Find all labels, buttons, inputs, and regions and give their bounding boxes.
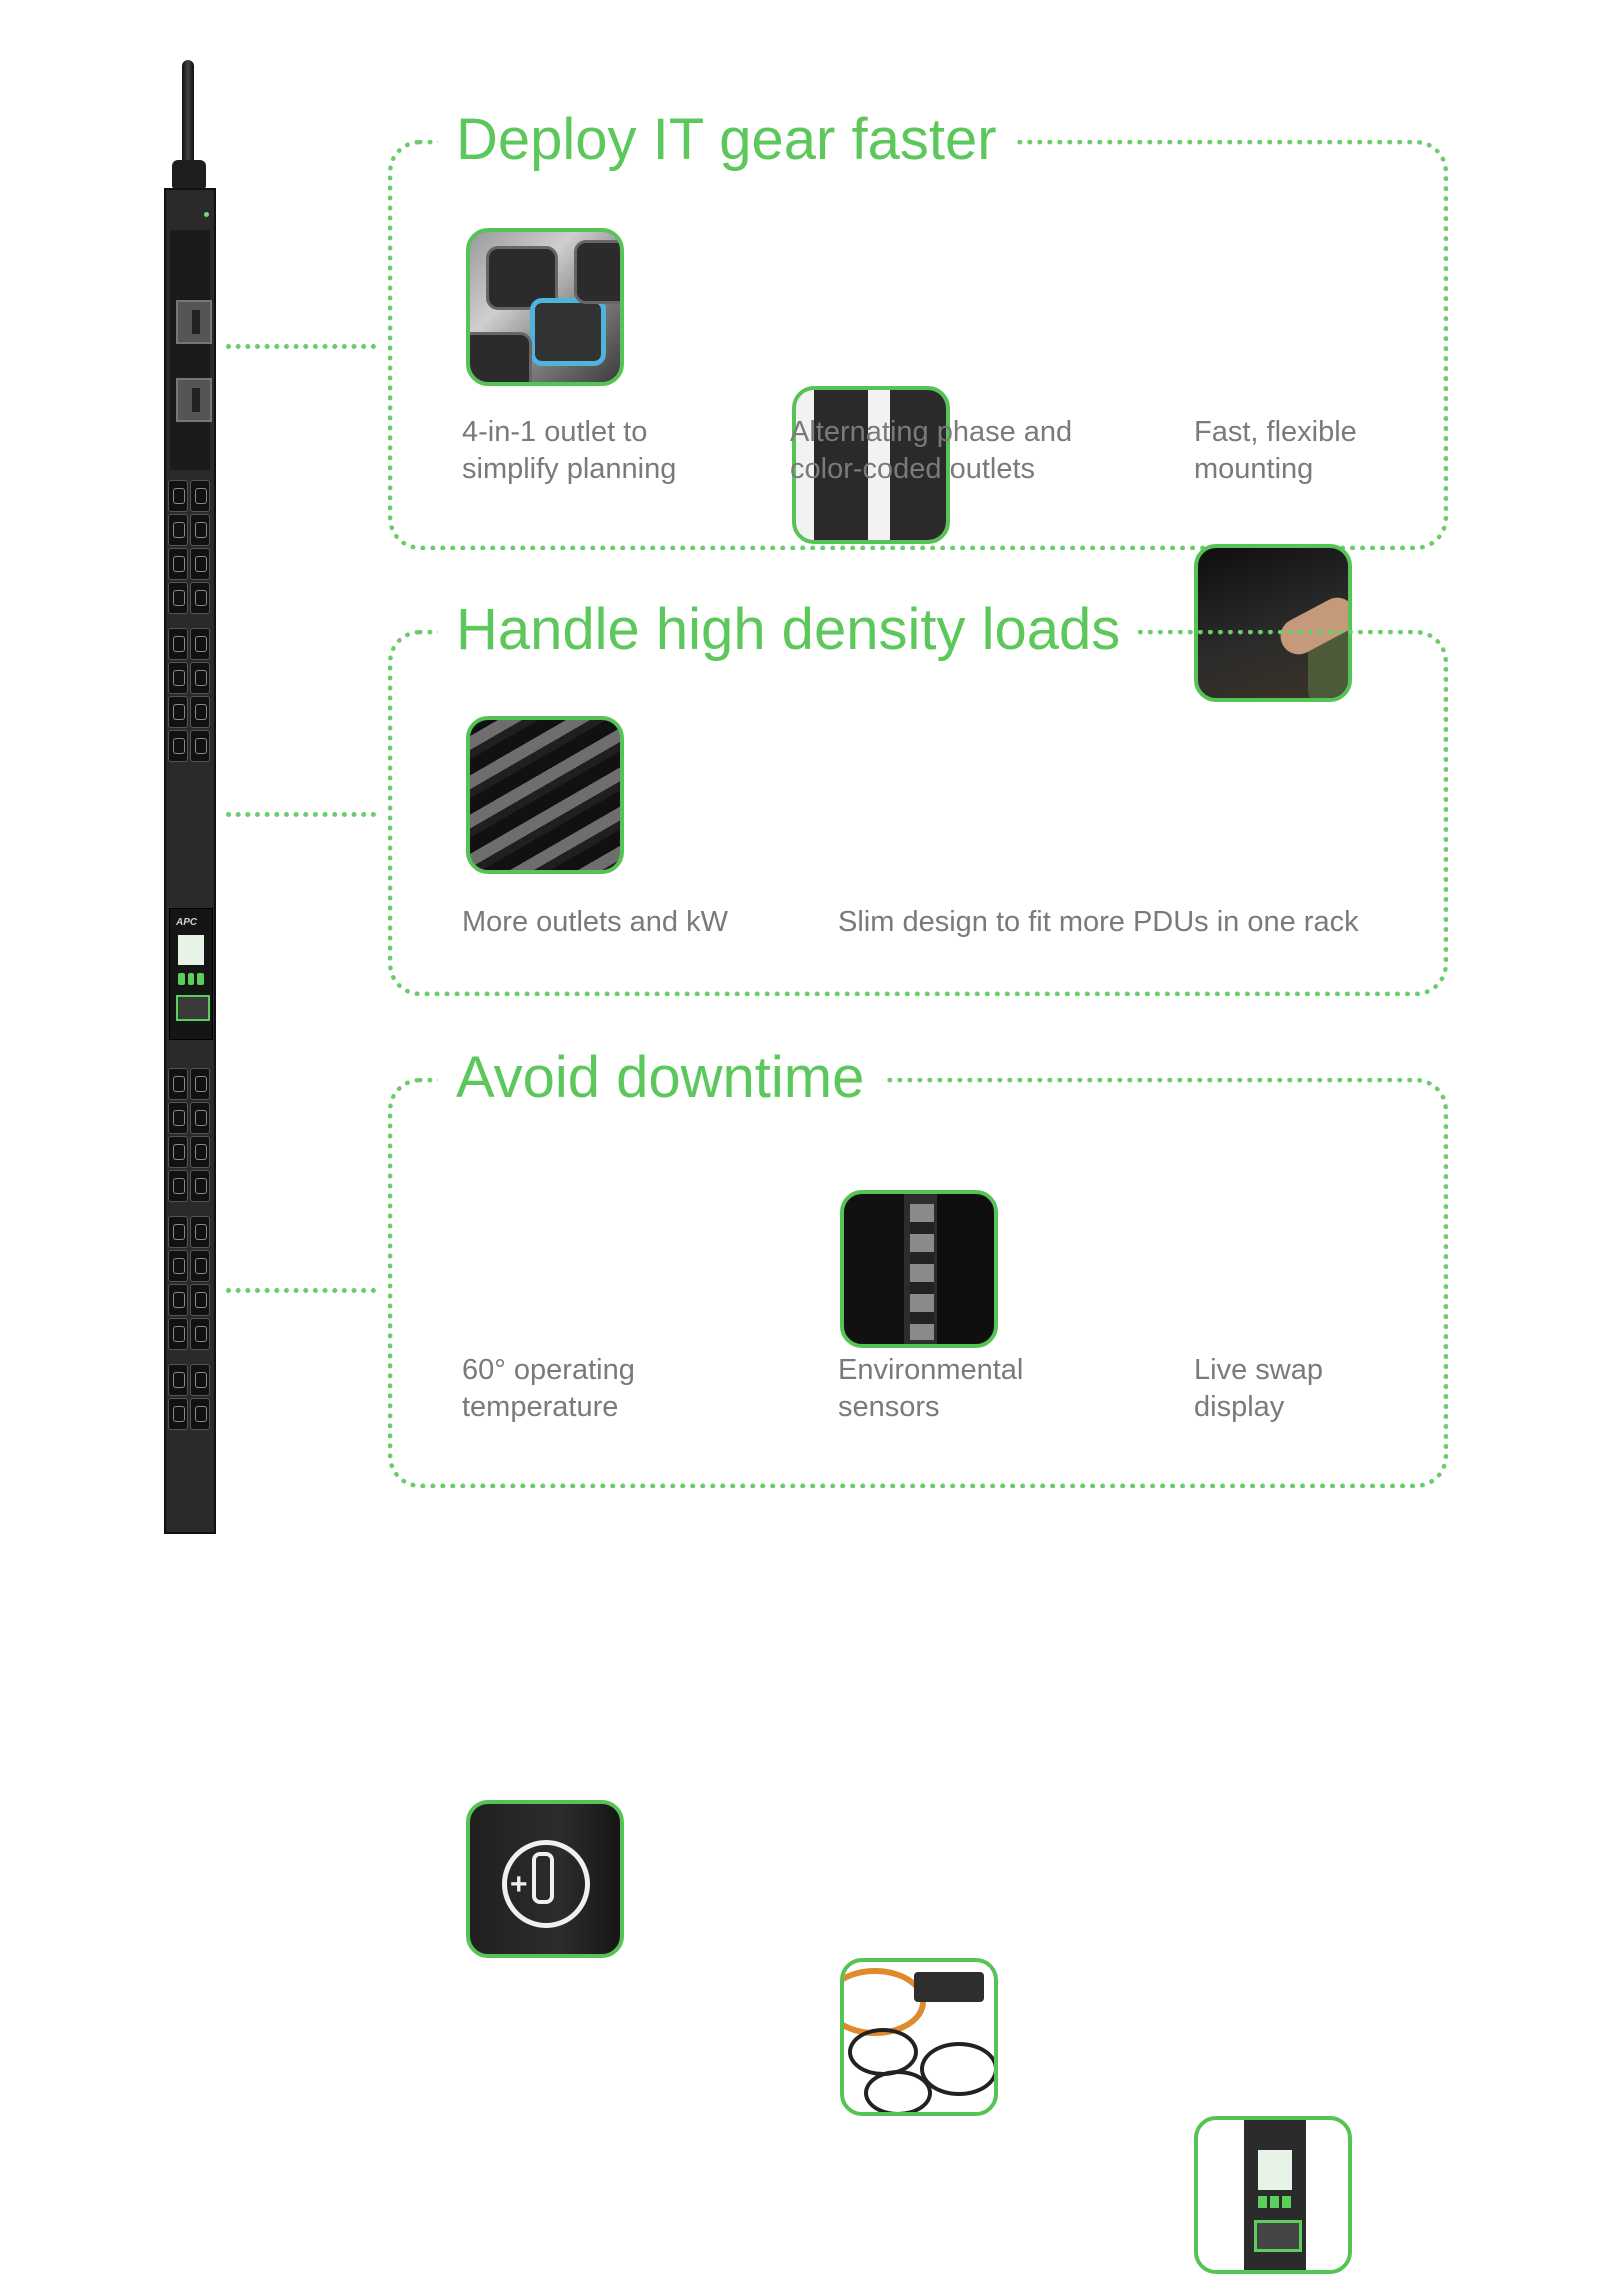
display-screen [178,935,204,965]
feature-caption: Environmental sensors [838,1354,1024,1423]
pdu-breaker-panel [170,230,212,470]
feature-caption: Live swap display [1194,1354,1323,1423]
outlet-bank [168,480,212,614]
breaker-switch [176,378,212,422]
outlet-bank [168,1216,212,1350]
pdu-display-module: APC [169,908,213,1040]
slim-rack-image [840,1190,998,1348]
feature-caption: 60° operating temperature [462,1354,635,1423]
outlet-bank [168,1364,212,1430]
apc-logo: APC [176,917,198,928]
outlet-bank [168,628,212,762]
phase-outlets-image [792,386,950,544]
connector-downtime [226,1288,376,1293]
sensors-image [840,1958,998,2116]
dense-pdus-image [466,716,624,874]
section-title-downtime: Avoid downtime [438,1046,883,1110]
mounting-image [1194,544,1352,702]
feature-caption: 4-in-1 outlet to simplify planning [462,416,677,485]
temperature-icon: + [466,1800,624,1958]
section-title-deploy: Deploy IT gear faster [438,108,1015,172]
section-title-density: Handle high density loads [438,598,1139,662]
connector-deploy [226,344,376,349]
network-ports [176,995,210,1021]
display-module-image [1194,2116,1352,2274]
pdu-power-cord [182,60,194,175]
pdu-status-led [204,212,209,217]
display-buttons [178,973,205,985]
feature-caption: Alternating phase and color-coded outlet… [790,416,1073,485]
feature-caption: Fast, flexible mounting [1194,416,1357,485]
breaker-switch [176,300,212,344]
connector-density [226,812,376,817]
pdu-strip-image: APC [164,188,216,1534]
feature-caption: Slim design to fit more PDUs in one rack [838,906,1359,938]
outlet-bank [168,1068,212,1202]
section-downtime-frame [388,1078,1448,1488]
outlet-closeup-image [466,228,624,386]
feature-caption: More outlets and kW [462,906,728,938]
pdu-cord-plug [172,160,206,188]
